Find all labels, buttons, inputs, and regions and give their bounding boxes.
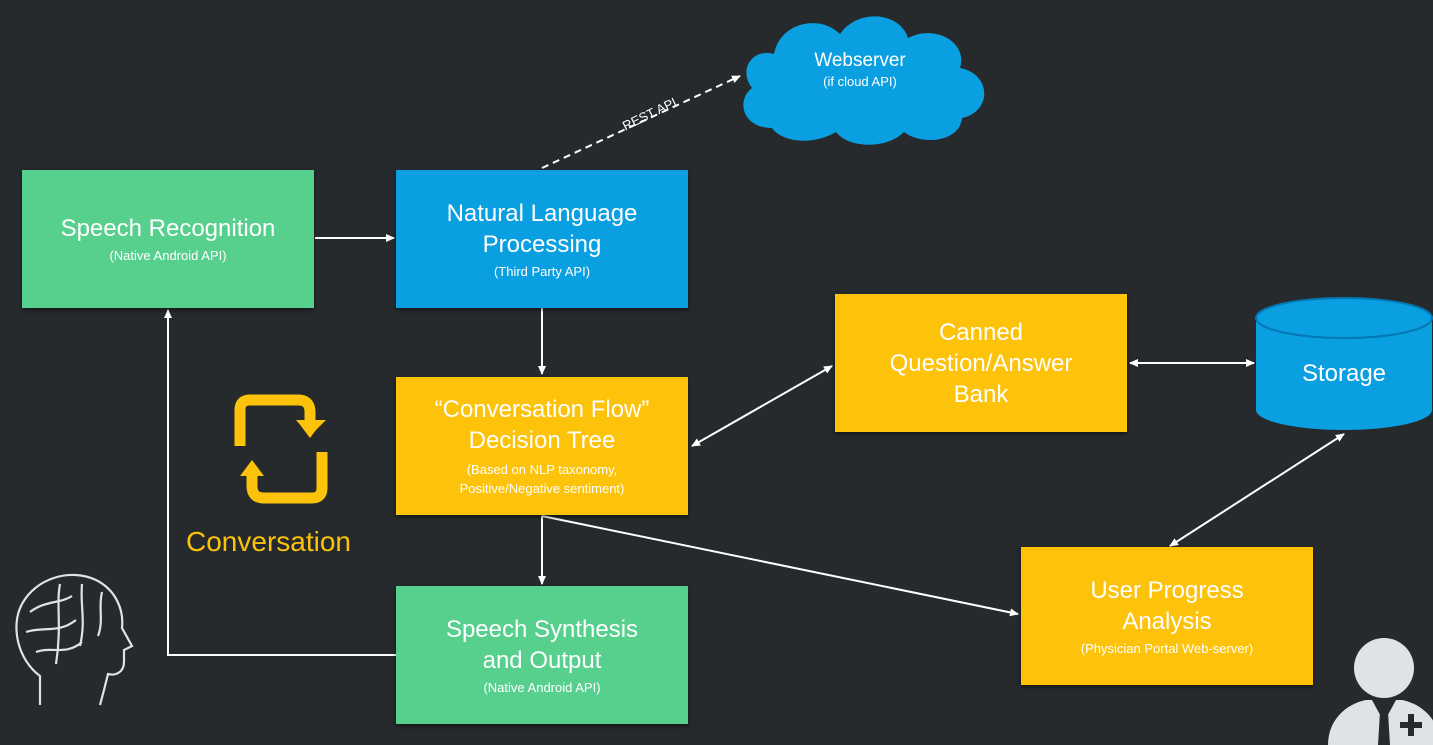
webserver-subtitle: (if cloud API) [823, 74, 897, 89]
speech-synthesis-subtitle: (Native Android API) [483, 679, 601, 695]
storage-cylinder-shape [1255, 297, 1433, 430]
decision-tree-node: “Conversation Flow” Decision Tree (Based… [396, 377, 688, 515]
speech-recognition-subtitle: (Native Android API) [109, 248, 227, 263]
arrow-tree-bank [691, 365, 833, 447]
rest-api-arrow [541, 75, 741, 169]
arrow-storage-progress [1169, 433, 1345, 547]
arrow-synthesis-to-recognition [164, 309, 396, 656]
arrow-tree-to-progress [541, 515, 1019, 617]
decision-tree-title-line1: “Conversation Flow” [434, 396, 650, 423]
user-progress-node: User Progress Analysis (Physician Portal… [1021, 547, 1313, 685]
speech-synthesis-title-line2: and Output [482, 646, 602, 674]
cycle-arrows-icon [234, 394, 328, 504]
canned-bank-node: Canned Question/Answer Bank [835, 294, 1127, 432]
decision-tree-subtitle-line2: Positive/Negative sentiment) [459, 481, 625, 496]
decision-tree-subtitle-line1: (Based on NLP taxonomy, [466, 462, 618, 477]
decision-tree-title-line2: Decision Tree [468, 427, 616, 454]
storage-label: Storage [1301, 360, 1387, 387]
nlp-title-line1: Natural Language [446, 199, 638, 227]
webserver-node: Webserver (if cloud API) [760, 48, 960, 89]
canned-bank-title-line2: Question/Answer [889, 349, 1073, 377]
speech-synthesis-title-line1: Speech Synthesis [445, 615, 639, 643]
nlp-node: Natural Language Processing (Third Party… [396, 170, 688, 308]
user-progress-subtitle: (Physician Portal Web-server) [1080, 640, 1254, 656]
canned-bank-title-line1: Canned [938, 318, 1024, 346]
nlp-title-line2: Processing [482, 230, 602, 258]
webserver-cloud-shape [743, 16, 985, 145]
nlp-subtitle: (Third Party API) [493, 263, 591, 279]
speech-recognition-title: Speech Recognition [60, 215, 276, 242]
conversation-label: Conversation [186, 526, 351, 557]
webserver-title: Webserver [814, 50, 906, 71]
speech-recognition-node: Speech Recognition (Native Android API) [22, 170, 314, 308]
doctor-icon [1328, 638, 1433, 745]
speech-synthesis-node: Speech Synthesis and Output (Native Andr… [396, 586, 688, 724]
brain-head-icon [15, 573, 134, 706]
canned-bank-title-line3: Bank [953, 380, 1009, 408]
user-progress-title-line2: Analysis [1122, 607, 1212, 635]
user-progress-title-line1: User Progress [1090, 576, 1244, 604]
